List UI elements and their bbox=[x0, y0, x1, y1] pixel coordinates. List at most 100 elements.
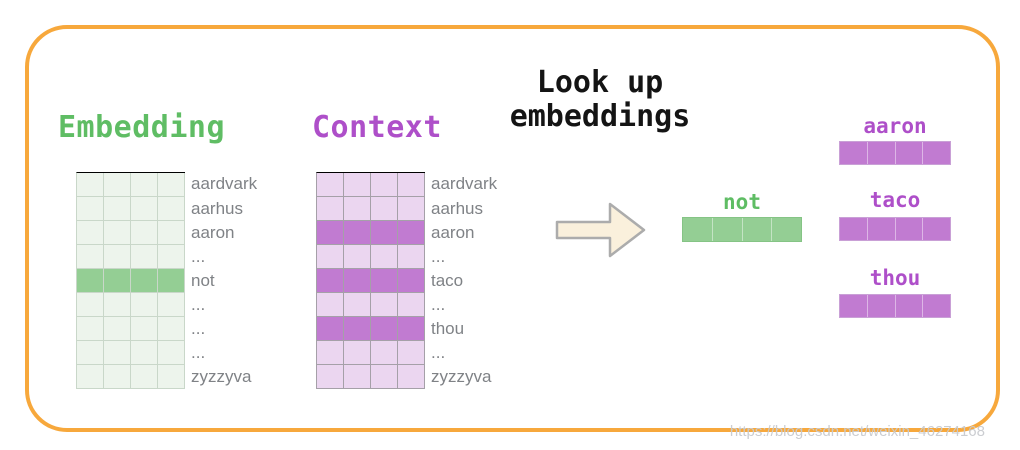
context-heading: Context bbox=[312, 110, 442, 145]
vector-cell bbox=[896, 142, 924, 164]
vector-cell bbox=[371, 269, 398, 293]
matrix-cells bbox=[316, 317, 425, 341]
row-word-label: not bbox=[191, 271, 215, 290]
vector-cell bbox=[104, 293, 131, 317]
matrix-cells bbox=[76, 317, 185, 341]
taco-vector-bar bbox=[839, 217, 951, 241]
vector-cell bbox=[317, 317, 344, 341]
vector-cell bbox=[77, 269, 104, 293]
rounded-border bbox=[25, 25, 1000, 432]
row-word-label: ... bbox=[431, 247, 446, 266]
vector-cell bbox=[344, 221, 371, 245]
vector-cell bbox=[77, 317, 104, 341]
vector-cell bbox=[398, 293, 425, 317]
matrix-row: ... bbox=[76, 245, 257, 269]
vector-cell bbox=[743, 218, 773, 241]
vector-cell bbox=[158, 221, 185, 245]
vector-cell bbox=[104, 245, 131, 269]
matrix-row: aarhus bbox=[316, 197, 497, 221]
vector-cell bbox=[868, 295, 896, 317]
vector-cell bbox=[398, 221, 425, 245]
vector-cell bbox=[371, 341, 398, 365]
vector-cell bbox=[104, 317, 131, 341]
vector-cell bbox=[923, 218, 950, 240]
vector-cell bbox=[371, 197, 398, 221]
vector-cell bbox=[158, 365, 185, 389]
vector-cell bbox=[868, 142, 896, 164]
matrix-row: zyzzyva bbox=[316, 365, 497, 389]
vector-cell bbox=[683, 218, 713, 241]
watermark-url: https://blog.csdn.net/weixin_46274168 bbox=[729, 423, 985, 440]
row-word-label: aaron bbox=[431, 223, 475, 242]
row-word-label: ... bbox=[431, 295, 446, 314]
vector-cell bbox=[77, 365, 104, 389]
vector-cell bbox=[77, 173, 104, 197]
vector-cell bbox=[398, 173, 425, 197]
vector-cell bbox=[104, 197, 131, 221]
vector-cell bbox=[317, 221, 344, 245]
matrix-cells bbox=[76, 197, 185, 221]
vector-cell bbox=[344, 197, 371, 221]
row-word-label: ... bbox=[191, 343, 206, 362]
matrix-row: aarhus bbox=[76, 197, 257, 221]
vector-cell bbox=[131, 173, 158, 197]
vector-cell bbox=[77, 341, 104, 365]
matrix-cells bbox=[76, 341, 185, 365]
vector-cell bbox=[398, 365, 425, 389]
vector-cell bbox=[344, 245, 371, 269]
matrix-row: ... bbox=[316, 293, 497, 317]
matrix-cells bbox=[316, 197, 425, 221]
vector-cell bbox=[371, 245, 398, 269]
not-label: not bbox=[723, 190, 761, 214]
vector-cell bbox=[840, 142, 868, 164]
vector-cell bbox=[317, 341, 344, 365]
vector-cell bbox=[158, 173, 185, 197]
vector-cell bbox=[131, 221, 158, 245]
matrix-cells bbox=[76, 269, 185, 293]
row-word-label: ... bbox=[191, 319, 206, 338]
vector-cell bbox=[896, 295, 924, 317]
matrix-cells bbox=[316, 245, 425, 269]
thou-label: thou bbox=[869, 266, 921, 290]
row-word-label: aardvark bbox=[191, 174, 258, 193]
vector-cell bbox=[317, 173, 344, 197]
thou-vector-bar bbox=[839, 294, 951, 318]
vector-cell bbox=[317, 197, 344, 221]
vector-cell bbox=[317, 269, 344, 293]
taco-label: taco bbox=[869, 188, 921, 212]
matrix-row: ... bbox=[76, 341, 257, 365]
vector-cell bbox=[344, 293, 371, 317]
vector-cell bbox=[131, 293, 158, 317]
vector-cell bbox=[104, 269, 131, 293]
matrix-row: aardvark bbox=[316, 172, 497, 197]
vector-cell bbox=[344, 365, 371, 389]
vector-cell bbox=[158, 245, 185, 269]
embedding-heading: Embedding bbox=[58, 110, 226, 145]
vector-cell bbox=[131, 245, 158, 269]
matrix-cells bbox=[76, 245, 185, 269]
matrix-row: aaron bbox=[76, 221, 257, 245]
vector-cell bbox=[868, 218, 896, 240]
vector-cell bbox=[77, 293, 104, 317]
vector-cell bbox=[398, 245, 425, 269]
matrix-row: ... bbox=[316, 341, 497, 365]
vector-cell bbox=[104, 365, 131, 389]
matrix-cells bbox=[76, 365, 185, 389]
vector-cell bbox=[158, 341, 185, 365]
vector-cell bbox=[317, 245, 344, 269]
vector-cell bbox=[158, 197, 185, 221]
vector-cell bbox=[398, 269, 425, 293]
vector-cell bbox=[371, 293, 398, 317]
matrix-cells bbox=[76, 172, 185, 197]
lookup-title-line1: Look up bbox=[536, 65, 664, 100]
arrow-right-icon bbox=[555, 202, 646, 258]
row-word-label: aardvark bbox=[431, 174, 498, 193]
lookup-title: Look up embeddings bbox=[450, 66, 750, 134]
vector-cell bbox=[923, 295, 950, 317]
not-embedding-bar bbox=[682, 217, 802, 242]
matrix-cells bbox=[316, 341, 425, 365]
row-word-label: zyzzyva bbox=[431, 367, 492, 386]
vector-cell bbox=[131, 197, 158, 221]
aaron-label: aaron bbox=[863, 114, 927, 138]
vector-cell bbox=[158, 293, 185, 317]
